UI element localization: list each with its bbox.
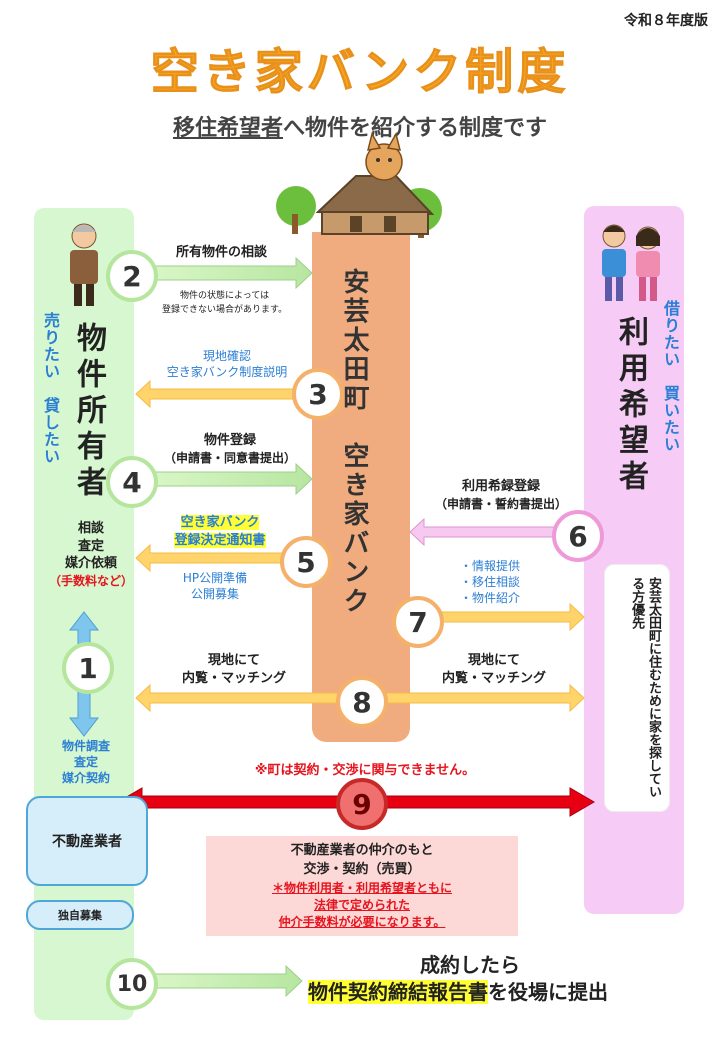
negotiation-note-2: 法律で定められた [313, 898, 410, 913]
step-7-label: ・情報提供 ・移住相談 ・物件紹介 [460, 559, 521, 606]
owner-consult: 相談 査定 媒介依頼 （手数料など） [46, 520, 136, 589]
step-1-badge: 1 [62, 642, 114, 694]
arrow-step-10 [151, 964, 303, 998]
arrow-step-8-left [135, 683, 341, 713]
step-6-badge: 6 [552, 510, 604, 562]
step-9-badge: 9 [336, 778, 388, 830]
self-recruit-badge: 独自募集 [26, 900, 134, 930]
arrow-step-2 [153, 256, 313, 290]
owner-person-icon [70, 223, 98, 306]
step-4-badge: 4 [106, 456, 158, 508]
fee-note: （手数料など） [48, 573, 133, 588]
negotiation-note-1: ＊物件利用者・利用希望者ともに [271, 880, 452, 895]
subtitle-emphasis: 移住希望者 [172, 116, 283, 141]
subtitle-rest: へ物件を紹介する制度です [283, 116, 548, 141]
akiya-bank-label: 安芸太田町 空き家バンク [339, 268, 369, 616]
owner-title: 物件所有者 [71, 322, 106, 502]
step-3-badge: 3 [292, 368, 344, 420]
page-subtitle: 移住希望者へ物件を紹介する制度です [0, 110, 720, 142]
arrow-step-4 [153, 462, 313, 496]
step-8-right-label: 現地にて 内覧・マッチング [441, 653, 546, 686]
negotiation-box: 不動産業者の仲介のもと 交渉・契約（売買） ＊物件利用者・利用希望者ともに 法律… [206, 836, 518, 936]
arrow-step-3 [135, 379, 313, 409]
step-10-line-2: 物件契約締結報告書を役場に提出 [308, 980, 608, 1004]
page-title: 空き家バンク制度 [150, 44, 570, 101]
user-priority-text: 安芸太田町に住むために家を探している方優先 [629, 577, 661, 798]
arrow-step-8-right [379, 683, 585, 713]
house-icon [276, 175, 442, 238]
owner-survey: 物件調査 査定 媒介契約 [61, 739, 110, 786]
step-7-badge: 7 [392, 596, 444, 648]
step-10-line-1: 成約したら [420, 953, 520, 977]
user-couple-icon [602, 224, 660, 301]
arrow-step-6 [409, 517, 573, 547]
step-6-label: 利用希録登録 （申請書・誓約書提出） [434, 479, 567, 511]
step-3-label: 現地確認 空き家バンク制度説明 [166, 349, 288, 380]
cat-mascot-icon [365, 132, 403, 181]
step-8-badge: 8 [336, 676, 388, 728]
realtor-box: 不動産業者 [26, 796, 148, 886]
fiscal-year: 令和８年度版 [624, 13, 708, 29]
step-2-label: 所有物件の相談 [176, 245, 268, 260]
step-10-text: 成約したら 物件契約締結報告書を役場に提出 [308, 952, 708, 1006]
step-5-sub: HP公開準備 公開募集 [182, 571, 248, 602]
self-recruit-label: 独自募集 [58, 909, 102, 922]
step-2-note: 物件の状態によっては 登録できない場合があります。 [162, 291, 288, 315]
user-side-label: 借りたい 買いたい [661, 300, 680, 453]
akiya-bank-bar [312, 232, 410, 742]
user-priority-box: 安芸太田町に住むために家を探している方優先 [604, 564, 670, 812]
step-10-badge: 10 [106, 958, 158, 1010]
step-9-warning: ※町は契約・交渉に関与できません。 [254, 763, 476, 778]
negotiation-line-2: 交渉・契約（売買） [303, 861, 421, 877]
step-2-badge: 2 [106, 250, 158, 302]
negotiation-note-3: 仲介手数料が必要になります。 [278, 915, 446, 930]
step-5-label: 空き家バンク 登録決定通知書 [174, 515, 266, 548]
realtor-label: 不動産業者 [52, 834, 122, 850]
step-5-badge: 5 [280, 536, 332, 588]
step-8-left-label: 現地にて 内覧・マッチング [181, 653, 286, 686]
user-title: 利用希望者 [613, 316, 648, 496]
step-4-label: 物件登録 （申請書・同意書提出） [163, 433, 296, 465]
owner-side-label: 売りたい 貸したい [41, 312, 60, 465]
negotiation-line-1: 不動産業者の仲介のもと [290, 843, 434, 858]
